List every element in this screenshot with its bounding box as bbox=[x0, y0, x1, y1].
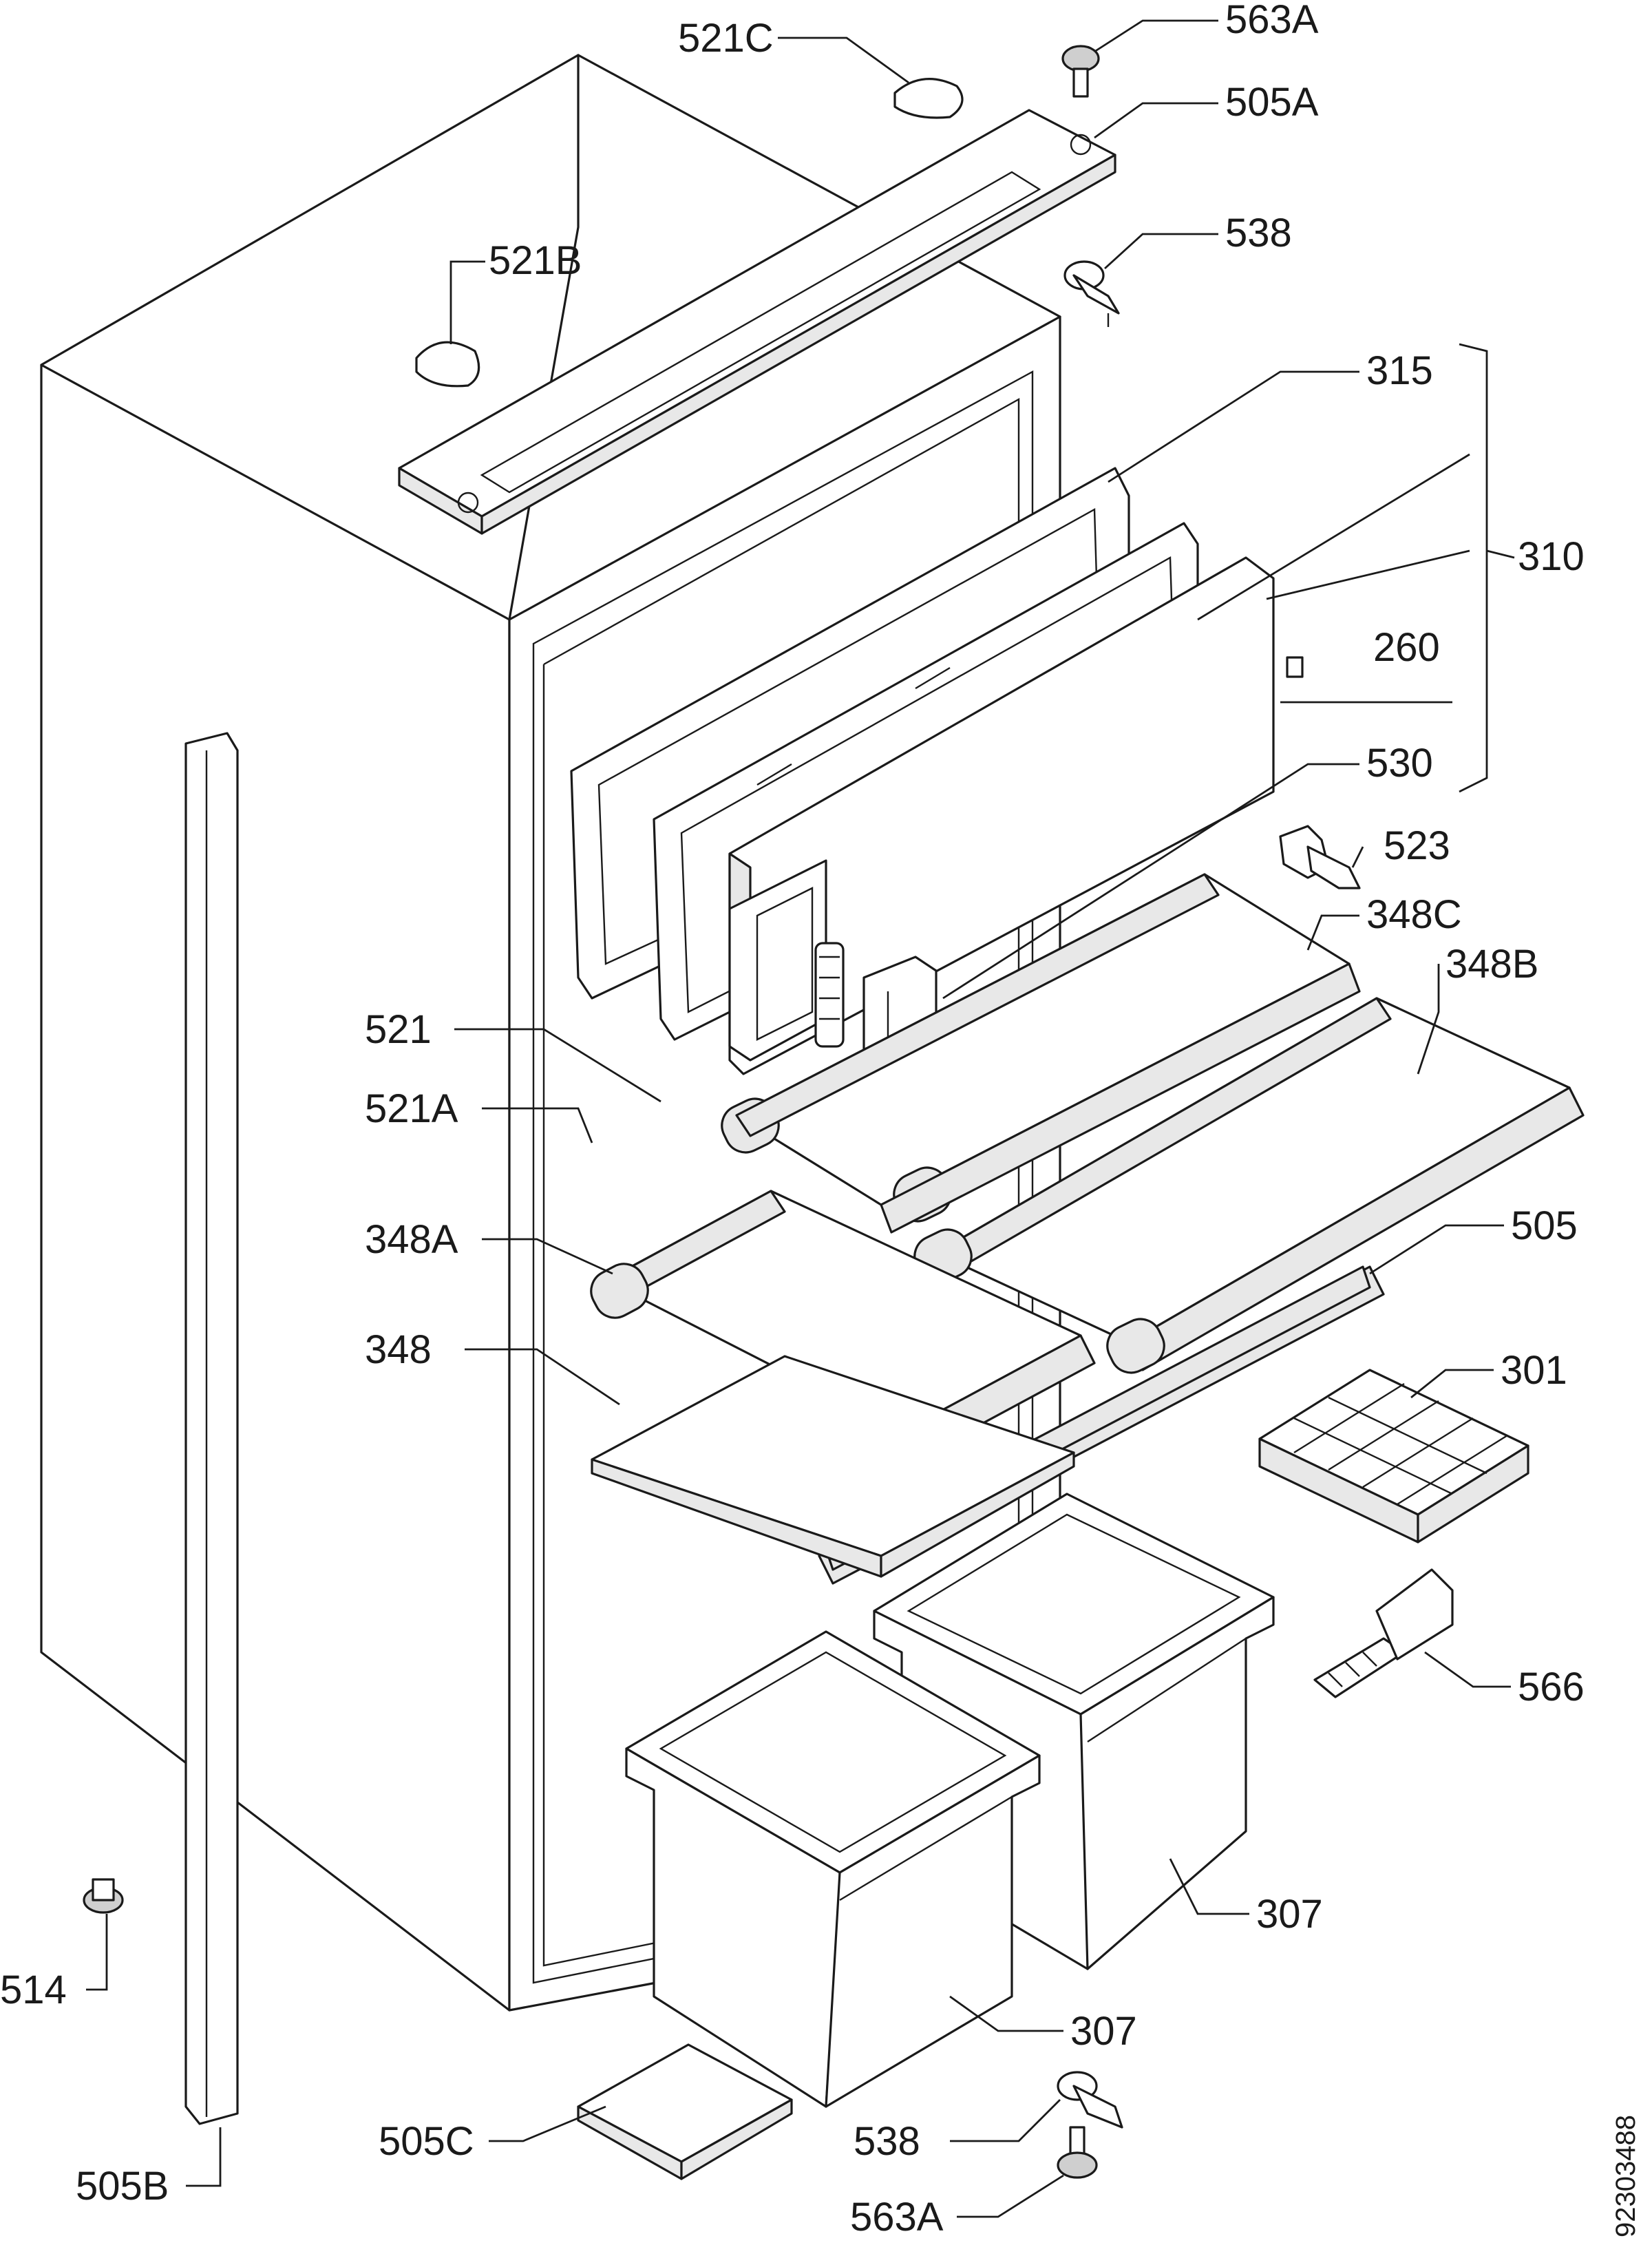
callout-514: 514 bbox=[0, 1968, 67, 2012]
callout-563A-top: 563A bbox=[1225, 0, 1319, 42]
callout-labels: 521C 563A 505A 538 521B 315 310 260 530 … bbox=[0, 0, 1585, 2239]
ice-tray-301 bbox=[1258, 1369, 1529, 1543]
ice-scraper-566 bbox=[1313, 1568, 1454, 1698]
foot-514 bbox=[83, 1878, 124, 1914]
callout-348: 348 bbox=[365, 1327, 432, 1372]
hinge-cover-521C bbox=[893, 78, 964, 119]
shelf-348 bbox=[591, 1355, 1075, 1578]
drawer-307-left bbox=[625, 1630, 1041, 2108]
callout-301: 301 bbox=[1501, 1348, 1567, 1393]
callout-348C: 348C bbox=[1366, 892, 1462, 937]
callout-307-right: 307 bbox=[1256, 1892, 1323, 1937]
callout-521A: 521A bbox=[365, 1086, 458, 1131]
callout-538-top: 538 bbox=[1225, 211, 1292, 255]
callout-530: 530 bbox=[1366, 741, 1433, 786]
callout-315: 315 bbox=[1366, 348, 1433, 393]
callout-260: 260 bbox=[1373, 625, 1440, 670]
shelf-348B bbox=[913, 997, 1585, 1374]
callout-348B: 348B bbox=[1446, 942, 1538, 987]
freezer-door-assembly bbox=[570, 467, 1275, 1075]
leader-lines bbox=[86, 19, 1515, 2218]
hinge-538-top bbox=[1063, 260, 1120, 327]
latch-523 bbox=[1279, 825, 1361, 889]
callout-307-left: 307 bbox=[1070, 2009, 1137, 2054]
clip-260 bbox=[1286, 656, 1304, 678]
callout-523: 523 bbox=[1384, 823, 1450, 868]
callout-538-bottom: 538 bbox=[854, 2119, 920, 2164]
callout-505: 505 bbox=[1511, 1203, 1578, 1248]
hinge-cover-521B bbox=[415, 341, 480, 388]
screw-563A-top bbox=[1061, 45, 1100, 98]
bottom-strip-505C bbox=[577, 2043, 793, 2180]
shelf-348C bbox=[721, 873, 1361, 1234]
callout-310: 310 bbox=[1518, 534, 1585, 579]
callout-563A-bottom: 563A bbox=[850, 2195, 944, 2239]
callout-521B: 521B bbox=[489, 238, 582, 283]
callout-348A: 348A bbox=[365, 1217, 458, 1262]
callout-505A: 505A bbox=[1225, 80, 1319, 125]
hinge-538-bottom bbox=[1057, 2071, 1123, 2129]
callout-566: 566 bbox=[1518, 1665, 1585, 1709]
top-mounting-strip-505A bbox=[398, 109, 1116, 535]
document-id: 92303488 bbox=[1611, 2115, 1641, 2237]
callout-505C: 505C bbox=[379, 2119, 474, 2164]
callout-521C: 521C bbox=[678, 16, 774, 61]
callout-505B: 505B bbox=[76, 2164, 169, 2209]
vertical-strip-505B bbox=[184, 732, 239, 2125]
callout-521: 521 bbox=[365, 1007, 432, 1052]
screw-563A-bottom bbox=[1057, 2126, 1098, 2179]
